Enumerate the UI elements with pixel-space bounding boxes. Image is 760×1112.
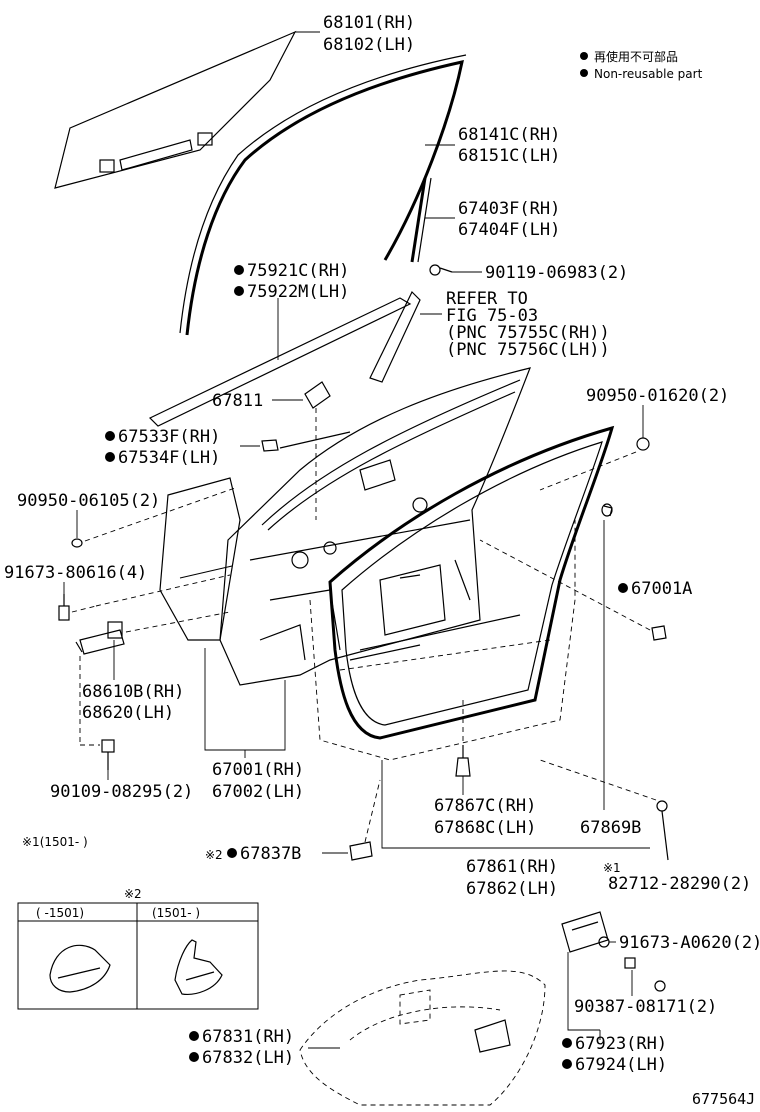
label-bolt-06983: 90119-06983(2) bbox=[485, 263, 628, 283]
label-hole-lh: 67832(LH) bbox=[202, 1048, 294, 1068]
cushion bbox=[272, 381, 331, 520]
non-reusable-dot-icon bbox=[580, 69, 588, 77]
door-hinge bbox=[75, 611, 231, 746]
label-67837: 67837B bbox=[240, 844, 301, 864]
table-title: ※2 bbox=[124, 887, 142, 901]
label-glass-rh: 68101(RH) bbox=[323, 13, 415, 33]
label-hinge-rh: 68610B(RH) bbox=[82, 682, 184, 702]
label-note1-mark: ※1 bbox=[603, 861, 621, 875]
legend: 再使用不可部品 Non-reusable part bbox=[580, 49, 703, 81]
door-shell bbox=[219, 367, 531, 686]
label-handle-rh: 67923(RH) bbox=[575, 1034, 667, 1054]
variant-table: ※2 ( -1501) (1501- ) bbox=[17, 887, 259, 1010]
note-2-mark: ※2 bbox=[205, 848, 223, 862]
label-strip-rh: 75921C(RH) bbox=[247, 261, 349, 281]
clip-01620 bbox=[539, 405, 650, 491]
label-refer-2: FIG 75-03 bbox=[446, 306, 538, 326]
seal-67001a bbox=[479, 503, 667, 641]
label-main-ws-rh: 67861(RH) bbox=[466, 857, 558, 877]
label-bolt-80616: 91673-80616(4) bbox=[4, 563, 147, 583]
label-cushion: 67811 bbox=[212, 391, 263, 411]
label-screw-08171: 90387-08171(2) bbox=[574, 997, 717, 1017]
inside-handle bbox=[561, 911, 666, 1040]
label-seal-a: 67001A bbox=[631, 579, 692, 599]
door-glass bbox=[54, 30, 320, 189]
ws-clip bbox=[455, 700, 471, 795]
non-reusable-dot-icon bbox=[580, 52, 588, 60]
label-door-rh: 67001(RH) bbox=[212, 760, 304, 780]
door-outer-panel bbox=[159, 477, 241, 641]
label-sensor: 82712-28290(2) bbox=[608, 874, 751, 894]
label-mould-rh: 67533F(RH) bbox=[118, 427, 220, 447]
door-weatherstrip bbox=[309, 425, 615, 761]
label-run-rh: 68141C(RH) bbox=[458, 125, 560, 145]
bolt-80616 bbox=[58, 574, 231, 621]
label-div-rh: 67403F(RH) bbox=[458, 199, 560, 219]
figure-id: 677564J bbox=[692, 1090, 755, 1108]
label-refer-3: (PNC 75755C(RH)) bbox=[446, 323, 610, 343]
label-glass-lh: 68102(LH) bbox=[323, 35, 415, 55]
part-67837 bbox=[322, 779, 381, 861]
label-run-lh: 68151C(LH) bbox=[458, 146, 560, 166]
clip-06105 bbox=[71, 487, 236, 548]
garnish bbox=[369, 290, 442, 383]
label-div-lh: 67404F(LH) bbox=[458, 220, 560, 240]
bolt-90119 bbox=[429, 264, 482, 276]
table-col-2: (1501- ) bbox=[152, 906, 200, 920]
label-hinge-lh: 68620(LH) bbox=[82, 703, 174, 723]
note-1: ※1(1501- ) bbox=[22, 835, 88, 849]
label-ws-rh: 67867C(RH) bbox=[434, 796, 536, 816]
label-mould-lh: 67534F(LH) bbox=[118, 448, 220, 468]
label-strip-lh: 75922M(LH) bbox=[247, 282, 349, 302]
label-bolt-08295: 90109-08295(2) bbox=[50, 782, 193, 802]
label-door-lh: 67002(LH) bbox=[212, 782, 304, 802]
belt-moulding bbox=[240, 431, 351, 452]
label-refer-1: REFER TO bbox=[446, 289, 528, 309]
legend-en: Non-reusable part bbox=[594, 67, 703, 81]
outer-strip bbox=[148, 297, 412, 427]
glass-run bbox=[179, 54, 467, 336]
bolt-08295 bbox=[101, 739, 115, 780]
main-ws-leader bbox=[381, 760, 650, 849]
sensor bbox=[539, 759, 669, 861]
label-refer-4: (PNC 75756C(LH)) bbox=[446, 340, 610, 360]
label-clip-01620: 90950-01620(2) bbox=[586, 386, 729, 406]
legend-jp: 再使用不可部品 bbox=[594, 49, 678, 64]
label-handle-lh: 67924(LH) bbox=[575, 1055, 667, 1075]
label-ws-lh: 67868C(LH) bbox=[434, 818, 536, 838]
label-hole-rh: 67831(RH) bbox=[202, 1027, 294, 1047]
label-bolt-a0620: 91673-A0620(2) bbox=[619, 933, 760, 953]
label-clip-06105: 90950-06105(2) bbox=[17, 491, 160, 511]
table-col-1: ( -1501) bbox=[36, 906, 84, 920]
label-main-ws-lh: 67862(LH) bbox=[466, 879, 558, 899]
door-leader bbox=[204, 648, 286, 758]
label-ws-b: 67869B bbox=[580, 818, 641, 838]
hole-cover bbox=[299, 970, 546, 1106]
division-bar bbox=[410, 177, 455, 263]
